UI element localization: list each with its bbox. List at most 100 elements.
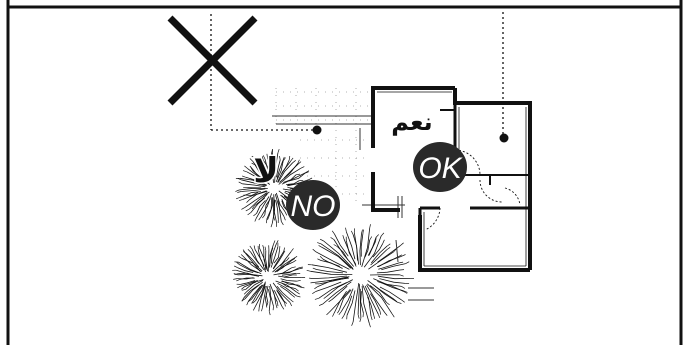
tree-branch [274,258,294,273]
tree-branch [253,284,264,301]
tree-twig [398,254,403,257]
tree-twig [283,300,288,304]
tree-twig [238,255,243,259]
tree-branch [281,272,297,276]
tree-branch [369,285,387,303]
tree-branch [288,172,306,182]
tree-branch [280,285,292,296]
tree-twig [332,312,335,317]
tree-branch [260,193,272,218]
tree-twig [291,266,296,269]
tree-branch [377,245,401,263]
tree-twig [262,214,266,219]
tree-branch [280,278,297,282]
tree-twig [295,288,299,292]
tree-branch [240,280,258,287]
tree-twig [310,282,315,284]
tree-twig [267,216,270,221]
tree-twig [236,262,240,266]
arabic-yes-label: نعم [391,108,432,136]
tree-twig [254,217,257,222]
tree-branch [250,251,260,264]
tree-twig [312,291,316,294]
tree-branch [256,200,266,214]
tree-twig [241,207,246,210]
tree-branch [276,160,284,179]
tree-branch [249,191,270,210]
tree-branch [315,251,350,270]
tree-twig [296,295,301,298]
tree-branch [239,177,267,187]
tree-branch [333,239,355,267]
tree-branch [359,233,362,266]
tree-twig [284,302,286,307]
tree-branch [244,192,268,208]
tree-branch [345,240,357,265]
tree-branch [377,281,404,292]
tree-twig [234,273,239,275]
tree-twig [341,315,345,319]
tree-branch [364,239,371,258]
tree-twig [296,279,301,282]
tree-twig [312,248,316,252]
tree-branch [361,286,370,324]
tree-branch [266,197,273,220]
tree-twig [314,297,319,300]
tree-branch [339,289,352,310]
tree-branch [272,251,285,269]
tree-branch [370,245,388,264]
tree-branch [323,240,354,269]
tree-twig [262,155,266,160]
tree-branch [262,286,267,308]
tree-twig [252,306,256,311]
tree-branch [246,171,264,183]
tree-branch [274,193,282,222]
tree-twig [369,236,373,241]
tree-branch [269,244,274,267]
tree-twig [399,274,404,277]
tree-twig [290,157,294,162]
marker-point-right [499,133,509,143]
tree-twig [399,261,404,264]
tree-branch [242,190,267,200]
tree-twig [238,199,244,201]
tree-twig [331,230,335,235]
tree-twig [330,237,335,240]
tree-branch [331,285,348,300]
tree-twig [375,234,379,238]
tree-branch [275,280,297,293]
tree-branch [378,262,400,270]
tree-branch [251,248,265,271]
tree-twig [369,224,371,229]
tree-branch [254,158,267,177]
tree-branch [243,284,260,299]
tree-branch [246,280,264,292]
tree-branch [241,179,265,186]
tree-branch [281,172,306,185]
tree-twig [319,256,324,260]
tree-twig [270,223,273,228]
tree-twig [362,229,364,234]
tree-twig [357,314,360,319]
tree-branch [352,282,360,323]
tree-branch [251,284,263,300]
tree-branch [243,257,262,273]
tree-twig [284,211,288,216]
marker-point-left [312,125,322,135]
tree-top-left [235,148,313,228]
tree-branch [372,283,398,303]
tree-branch [362,284,372,317]
tree-branch [370,293,381,311]
tree-branch [367,283,393,315]
tree-twig [382,239,385,244]
tree-branch [272,152,274,176]
dotted-connector-left [210,14,316,131]
tree-twig [275,240,279,245]
tree-twig [333,244,338,247]
tree-bottom-right [306,224,414,328]
tree-twig [375,237,377,242]
tree-branch [322,258,340,267]
tree-branch [254,164,270,183]
